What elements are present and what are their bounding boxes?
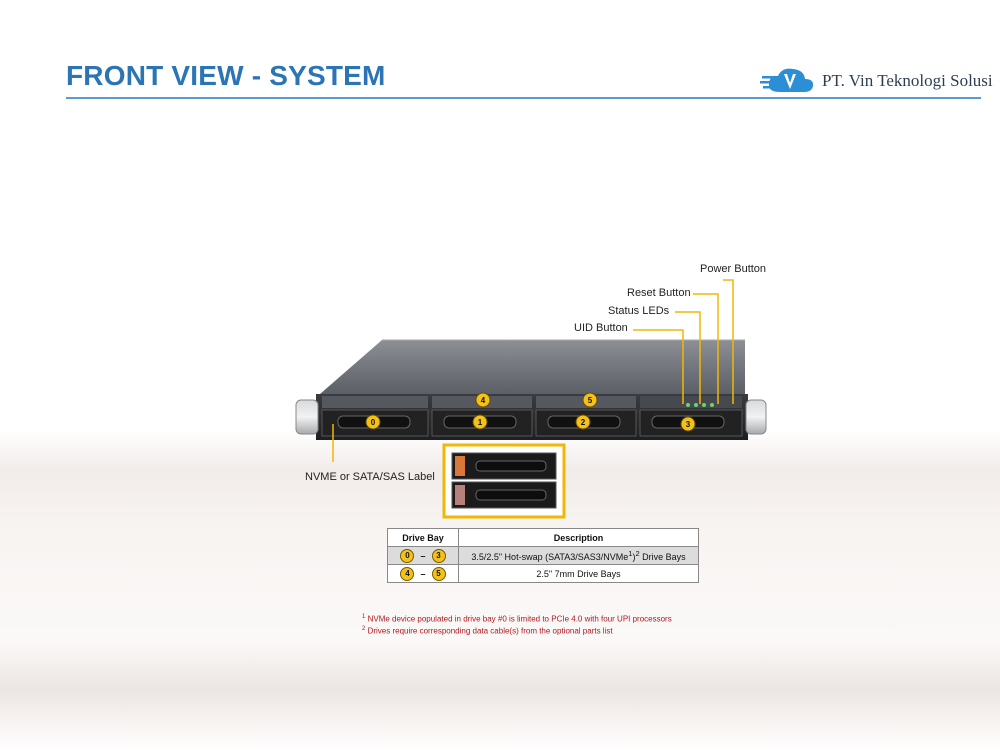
bay-badge-0: 0 [365,414,381,430]
svg-text:2: 2 [581,418,586,427]
status-leds-label: Status LEDs [608,305,670,317]
reset-button-label: Reset Button [627,287,691,299]
chassis-lid [320,340,745,394]
svg-text:0: 0 [371,418,376,427]
bay-badge-2: 2 [575,414,591,430]
company-logo: PT. Vin Teknologi Solusi [760,62,1000,98]
drive-label-inset [442,443,566,519]
drive-bay-table: Drive Bay Description 0–3 3.5/2.5" Hot-s… [387,528,699,583]
bay-badge: 0 [400,548,415,563]
bay-badge: 3 [431,548,446,563]
status-led-group [686,403,714,407]
footnote-1: 1 NVMe device populated in drive bay #0 … [362,614,672,624]
page-title: FRONT VIEW - SYSTEM [66,60,386,91]
callout-lines [332,279,734,462]
bay-range-cell: 0–3 [387,546,459,565]
column-header-drive-bay: Drive Bay [387,528,459,547]
table-row: 0–3 3.5/2.5" Hot-swap (SATA3/SAS3/NVMe1)… [387,546,699,565]
right-rack-ear [745,399,767,435]
uid-button-label: UID Button [574,322,628,334]
table-row: 4–5 2.5" 7mm Drive Bays [387,564,699,583]
bay-range-cell: 4–5 [387,564,459,583]
bay-badge-4: 4 [475,392,491,408]
svg-text:4: 4 [481,396,486,405]
bay-badge: 5 [431,566,446,581]
footnote-2: 2 Drives require corresponding data cabl… [362,626,613,636]
company-name: PT. Vin Teknologi Solusi [822,71,993,90]
left-rack-ear [295,399,319,435]
drive-label-caption: NVME or SATA/SAS Label [305,471,435,483]
title-underline [66,97,981,99]
description-cell: 3.5/2.5" Hot-swap (SATA3/SAS3/NVMe1)2 Dr… [458,546,699,565]
bay-badge-5: 5 [582,392,598,408]
svg-text:1: 1 [478,418,483,427]
svg-text:3: 3 [686,420,691,429]
power-button-label: Power Button [700,263,767,275]
bay-badge: 4 [400,566,415,581]
svg-text:5: 5 [588,396,593,405]
description-cell: 2.5" 7mm Drive Bays [458,564,699,583]
top-drive-bays [322,396,742,408]
column-header-description: Description [458,528,699,547]
v-cloud-logo-icon [760,68,814,92]
bay-badge-1: 1 [472,414,488,430]
bottom-drive-trays [321,409,743,437]
bay-badge-3: 3 [680,416,696,432]
